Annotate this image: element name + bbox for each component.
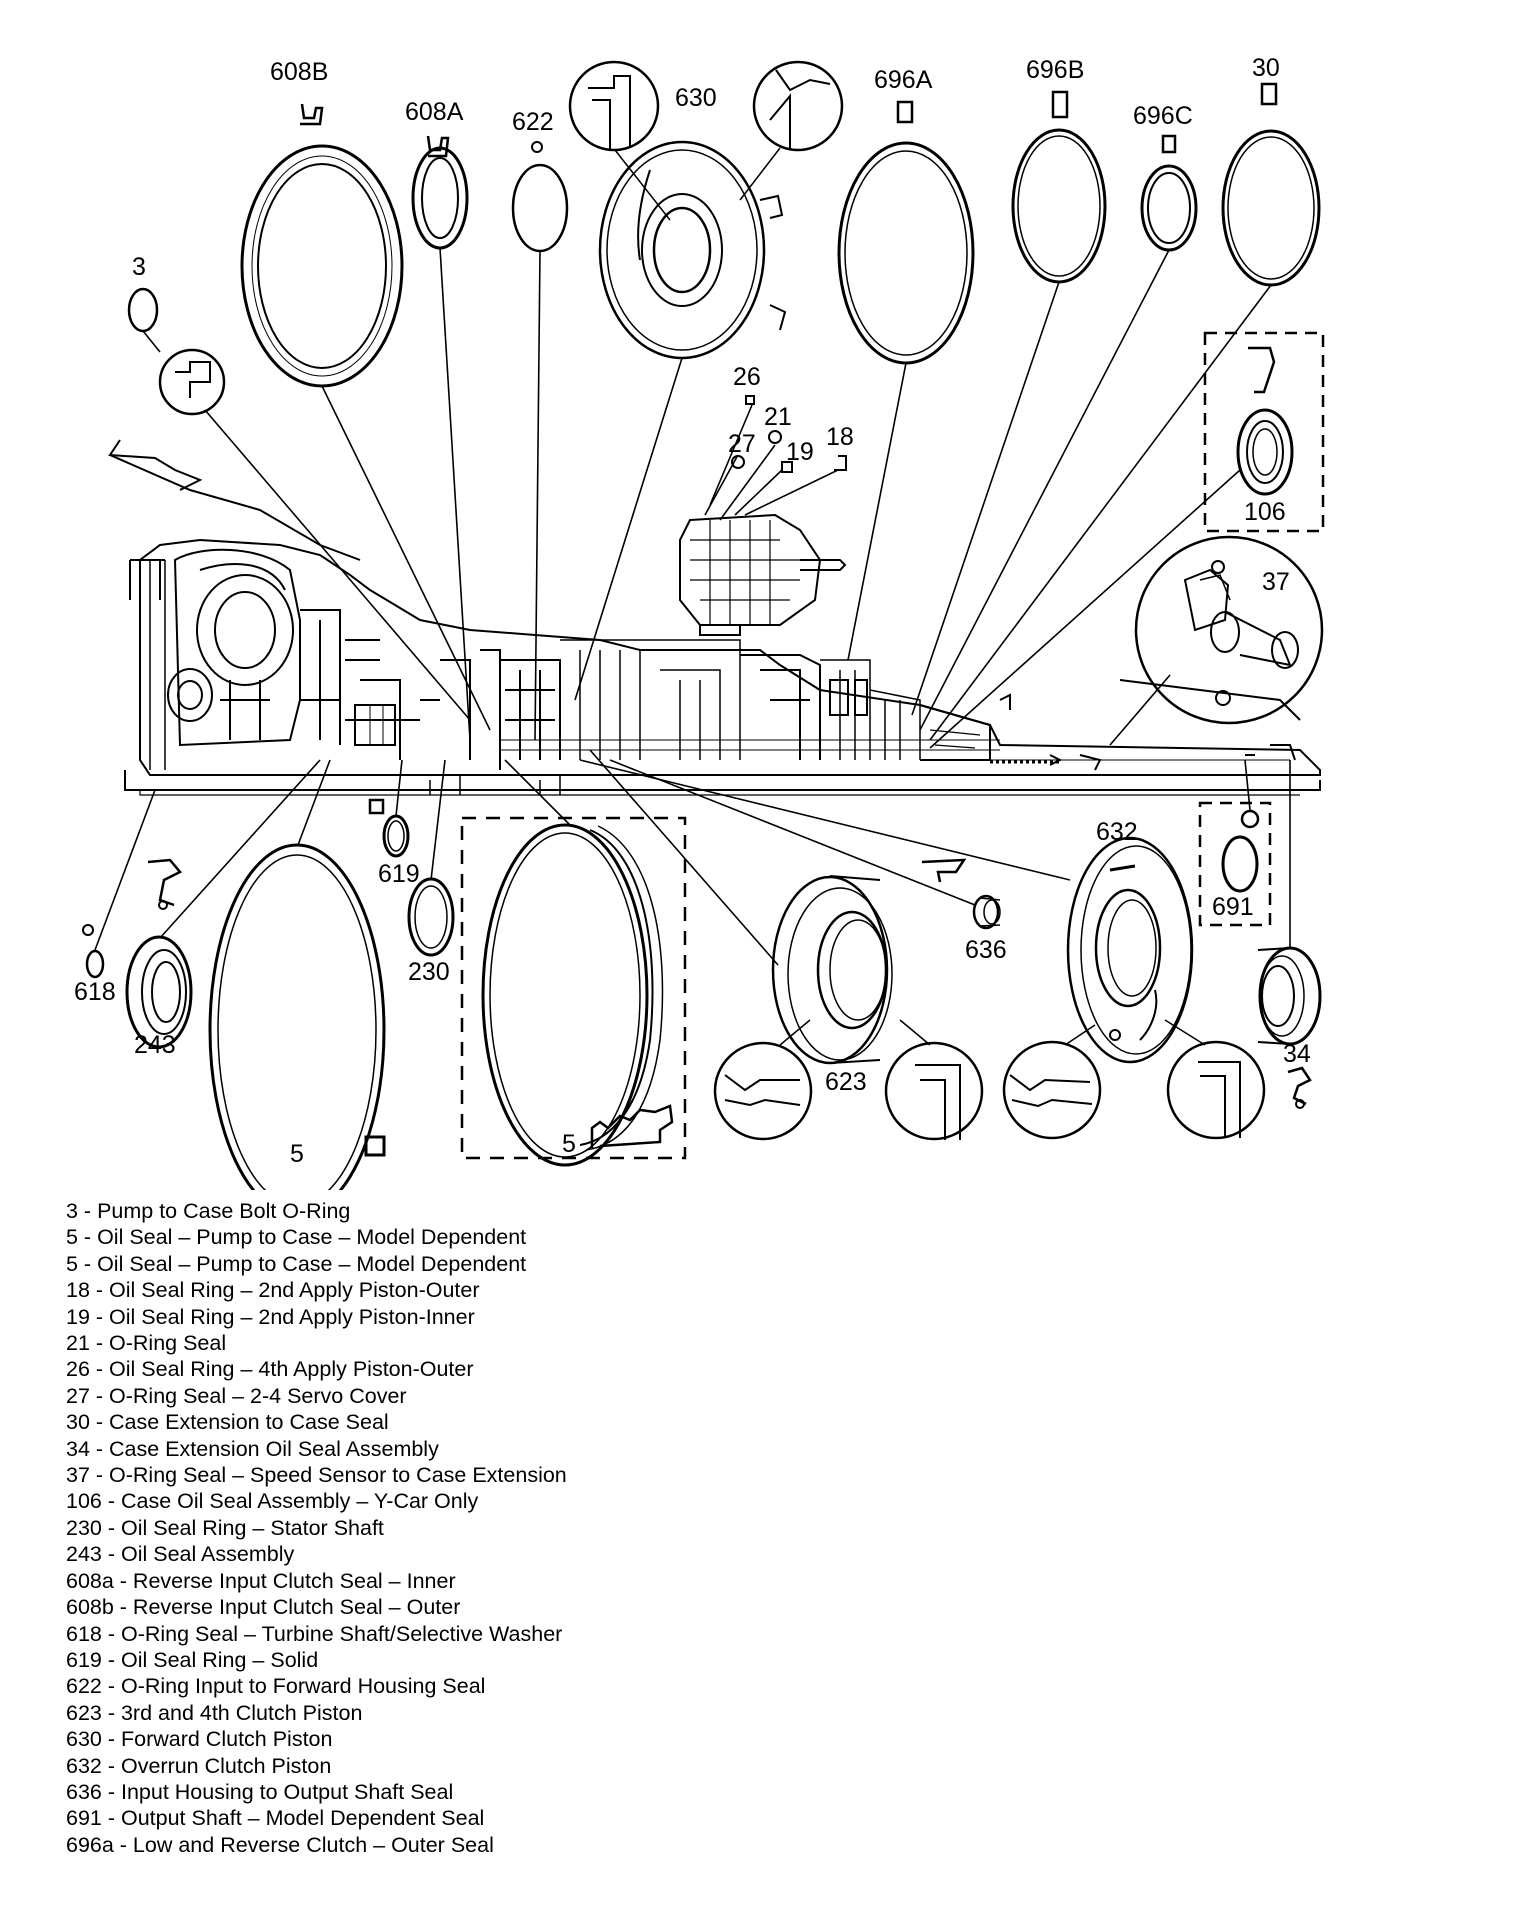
callout-labels: 3 608B 608A 622 630 696A 696B 696C 30 26… [74,54,1311,1168]
seal-619 [368,798,410,858]
seal-696b [1011,90,1107,284]
seal-608b [240,103,404,388]
legend-item: 230 - Oil Seal Ring – Stator Shaft [66,1515,384,1540]
seal-230 [407,877,455,957]
seal-622 [511,141,569,253]
legend-item: 636 - Input Housing to Output Shaft Seal [66,1779,454,1804]
legend-item: 30 - Case Extension to Case Seal [66,1410,389,1435]
seal-106-group [1203,331,1325,533]
callout-21: 21 [764,403,792,431]
legend-item: 608b - Reverse Input Clutch Seal – Outer [66,1595,461,1620]
callout-18: 18 [826,423,854,451]
legend-item: 696a - Low and Reverse Clutch – Outer Se… [66,1832,494,1857]
callout-623: 623 [825,1068,867,1096]
callout-632: 632 [1096,818,1138,846]
callout-106: 106 [1244,498,1286,526]
piston-630 [568,60,844,360]
legend-item: 619 - Oil Seal Ring – Solid [66,1647,319,1672]
legend-item: 608a - Reverse Input Clutch Seal – Inner [66,1568,456,1593]
callout-230: 230 [408,958,450,986]
callout-243: 243 [134,1031,176,1059]
legend-item: 34 - Case Extension Oil Seal Assembly [66,1436,439,1461]
legend-item: 5 - Oil Seal – Pump to Case – Model Depe… [66,1251,527,1276]
callout-696a: 696A [874,66,933,94]
sensor-37-detail [1134,535,1324,725]
legend-item: 18 - Oil Seal Ring – 2nd Apply Piston-Ou… [66,1278,480,1303]
callout-26: 26 [733,363,761,391]
seal-696c [1140,134,1198,252]
legend-item: 27 - O-Ring Seal – 2-4 Servo Cover [66,1383,407,1408]
callout-5-left: 5 [290,1140,304,1168]
legend-item: 243 - Oil Seal Assembly [66,1542,295,1567]
detail-circle-left [158,348,226,416]
legend-item: 630 - Forward Clutch Piston [66,1727,333,1752]
callout-3: 3 [132,253,146,281]
legend-item: 623 - 3rd and 4th Clutch Piston [66,1700,363,1725]
callout-608b: 608B [270,58,328,86]
callout-5-right: 5 [562,1130,576,1158]
legend-item: 19 - Oil Seal Ring – 2nd Apply Piston-In… [66,1304,475,1329]
callout-691: 691 [1212,893,1254,921]
servo-assembly [679,513,847,636]
callout-34: 34 [1283,1040,1311,1068]
callout-30: 30 [1252,54,1280,82]
parts-legend: 3 - Pump to Case Bolt O-Ring 5 - Oil Sea… [66,1198,966,1858]
seal-34 [1257,946,1322,1109]
legend-item: 622 - O-Ring Input to Forward Housing Se… [66,1674,486,1699]
seal-608a [411,135,469,250]
legend-item: 618 - O-Ring Seal – Turbine Shaft/Select… [66,1621,563,1646]
seal-5-right-group [460,816,687,1167]
transmission-cross-section [108,439,1321,796]
seal-3 [127,287,159,333]
legend-item: 106 - Case Oil Seal Assembly – Y-Car Onl… [66,1489,479,1514]
legend-item: 37 - O-Ring Seal – Speed Sensor to Case … [66,1463,567,1488]
callout-618: 618 [74,978,116,1006]
seal-636 [921,858,1001,930]
callout-19: 19 [786,438,814,466]
legend-item: 3 - Pump to Case Bolt O-Ring [66,1199,351,1223]
legend-item: 632 - Overrun Clutch Piston [66,1753,332,1778]
legend-item: 5 - Oil Seal – Pump to Case – Model Depe… [66,1225,527,1250]
seal-696a [837,100,975,365]
callout-636: 636 [965,936,1007,964]
legend-item: 21 - O-Ring Seal [66,1331,227,1356]
seal-30 [1221,82,1321,287]
callout-630: 630 [675,84,717,112]
callout-608a: 608A [405,98,464,126]
exploded-seal-diagram: 3 608B 608A 622 630 696A 696B 696C 30 26… [74,54,1325,1190]
seal-243 [125,935,193,1049]
seal-691-group [1198,801,1272,927]
callout-696c: 696C [1133,102,1193,130]
seal-618 [82,858,182,979]
piston-632 [1002,836,1266,1140]
callout-622: 622 [512,108,554,136]
piston-623 [713,875,984,1141]
legend-item: 26 - Oil Seal Ring – 4th Apply Piston-Ou… [66,1357,474,1382]
callout-696b: 696B [1026,56,1084,84]
callout-619: 619 [378,860,420,888]
seal-5-left [208,843,386,1190]
callout-37: 37 [1262,568,1290,596]
callout-27: 27 [728,430,756,458]
leader-lines [94,247,1291,966]
legend-item: 691 - Output Shaft – Model Dependent Sea… [66,1806,485,1831]
